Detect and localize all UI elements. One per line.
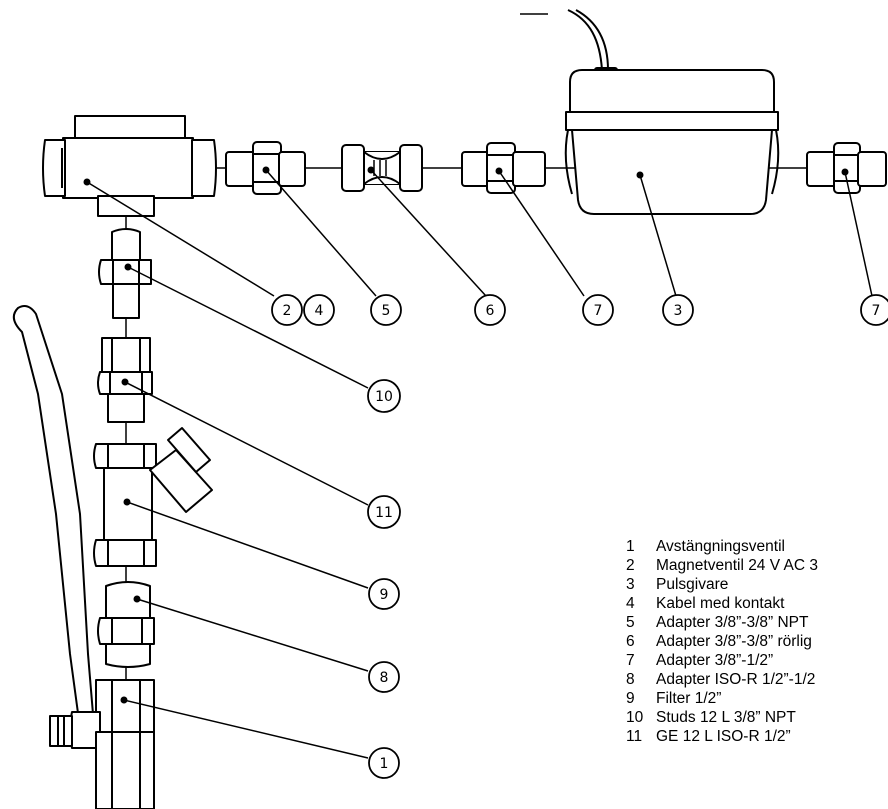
legend-number: 5 [626, 614, 635, 631]
legend-item: 9 Filter 1/2” [626, 689, 818, 708]
adapter-swivel-part [341, 144, 423, 192]
legend-number: 3 [626, 576, 635, 593]
legend-number: 4 [626, 595, 635, 612]
callout-circle-7a [582, 294, 614, 326]
callout-circle-2 [271, 294, 303, 326]
legend-text: Studs 12 L 3/8” NPT [656, 709, 796, 726]
callout-circle-7b [860, 294, 888, 326]
legend-text: Adapter ISO-R 1/2”-1/2 [656, 671, 816, 688]
callout-label-3: 3 [674, 303, 683, 319]
legend-text: Filter 1/2” [656, 690, 722, 707]
legend-item: 3 Pulsgivare [626, 575, 818, 594]
callout-label-5: 5 [382, 303, 391, 319]
legend-text: Adapter 3/8”-1/2” [656, 652, 774, 669]
callout-label-11: 11 [375, 505, 393, 521]
legend-text: Adapter 3/8”-3/8” rörlig [656, 633, 812, 650]
legend-item: 4 Kabel med kontakt [626, 594, 818, 613]
legend-text: Pulsgivare [656, 576, 729, 593]
callout-circle-4 [303, 294, 335, 326]
legend-item: 8 Adapter ISO-R 1/2”-1/2 [626, 670, 818, 689]
legend-number: 7 [626, 652, 635, 669]
leader-lines [86, 169, 873, 759]
callout-label-7b: 7 [872, 303, 881, 319]
legend-number: 8 [626, 671, 635, 688]
callout-label-8: 8 [380, 670, 389, 686]
callout-circle-1 [368, 747, 400, 779]
callout-label-4: 4 [315, 303, 324, 319]
legend-item: 11 GE 12 L ISO-R 1/2” [626, 727, 818, 746]
shut-off-valve-part [12, 305, 155, 809]
stud-part [98, 228, 152, 319]
callout-circle-6 [474, 294, 506, 326]
legend-item: 6 Adapter 3/8”-3/8” rörlig [626, 632, 818, 651]
legend-item: 2 Magnetventil 24 V AC 3 [626, 556, 818, 575]
parts-legend: 1 Avstängningsventil 2 Magnetventil 24 V A… [626, 537, 818, 746]
ge-fitting-part [97, 337, 153, 423]
legend-number: 10 [626, 709, 644, 726]
callout-label-6: 6 [486, 303, 495, 319]
callout-label-1: 1 [380, 756, 389, 772]
legend-number: 9 [626, 690, 635, 707]
legend-text: Magnetventil 24 V AC 3 [656, 557, 818, 574]
legend-text: Adapter 3/8”-3/8” NPT [656, 614, 809, 631]
legend-item: 10 Studs 12 L 3/8” NPT [626, 708, 818, 727]
adapter-iso-r-part [97, 581, 155, 668]
callout-circle-3 [662, 294, 694, 326]
callout-circle-8 [368, 661, 400, 693]
legend-number: 6 [626, 633, 635, 650]
legend-number: 2 [626, 557, 635, 574]
callout-label-9: 9 [380, 587, 389, 603]
legend-text: Kabel med kontakt [656, 595, 785, 612]
callout-circle-10 [367, 379, 401, 413]
adapter-3-8-1-2-right-part [806, 142, 887, 194]
callout-label-2: 2 [283, 303, 292, 319]
legend-item: 7 Adapter 3/8”-1/2” [626, 651, 818, 670]
callout-circle-9 [368, 578, 400, 610]
legend-number: 1 [626, 538, 635, 555]
callout-circle-5 [370, 294, 402, 326]
adapter-3-8-1-2-part [461, 142, 546, 194]
adapter-3-8-npt-part [225, 141, 306, 195]
legend-item: 1 Avstängningsventil [626, 537, 818, 556]
magnet-valve-part [42, 115, 217, 217]
filter-part [93, 427, 213, 567]
callout-label-10: 10 [375, 389, 393, 405]
legend-text: Avstängningsventil [656, 538, 785, 555]
pulse-sensor-part [520, 9, 780, 215]
legend-item: 5 Adapter 3/8”-3/8” NPT [626, 613, 818, 632]
callout-circle-11 [367, 495, 401, 529]
callout-label-7a: 7 [594, 303, 603, 319]
legend-text: GE 12 L ISO-R 1/2” [656, 728, 791, 745]
legend-number: 11 [626, 728, 643, 745]
